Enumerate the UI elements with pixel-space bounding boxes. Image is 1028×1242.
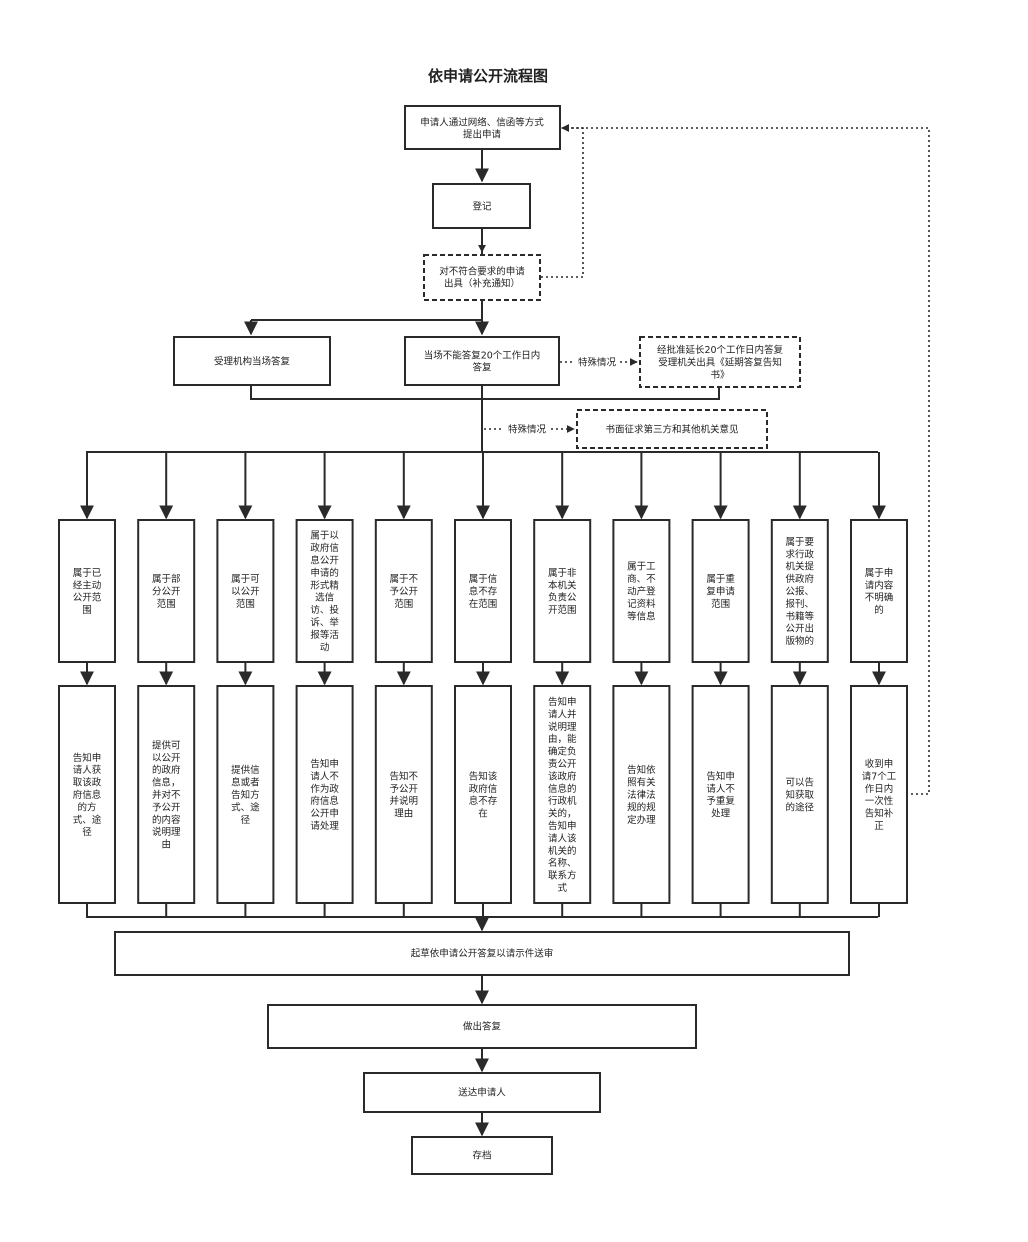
node-within20: 当场不能答复20个工作日内答复: [404, 336, 560, 386]
category-box-10: 属于要求行政机关提供政府公报、报刊、书籍等公开出版物的: [770, 519, 829, 663]
edge-supplement-apply: [541, 124, 584, 278]
category-label: 属于可以公开范围: [231, 574, 260, 610]
branch-arrows: [80, 452, 886, 917]
action-label: 提供信息或者告知方式、途径: [231, 764, 260, 826]
category-label: 属于部分公开范围: [152, 573, 181, 610]
category-label: 属于工商、不动产登记资料等信息: [627, 562, 656, 623]
category-label: 属于已经主动公开范围: [73, 568, 102, 616]
connectors: 特殊情况 特殊情况: [80, 124, 930, 1137]
action-label: 收到申请7个工作日内一次性告知补正: [862, 758, 897, 832]
node-register-label: 登记: [472, 201, 492, 213]
node-extension: 经批准延长20个工作日内答复受理机关出具《延期答复告知书》: [639, 336, 801, 388]
node-apply: 申请人通过网络、信函等方式提出申请: [404, 105, 561, 150]
action-box-3: 提供信息或者告知方式、途径: [216, 685, 275, 904]
node-archive-label: 存档: [472, 1150, 491, 1162]
action-label: 告知申请人不予重复处理: [706, 770, 735, 819]
node-extension-label: 经批准延长20个工作日内答复受理机关出具《延期答复告知书》: [657, 344, 784, 381]
action-label: 告知申请人获取该政府信息的方式、途径: [73, 752, 102, 838]
node-consult-label: 书面征求第三方和其他机关意见: [605, 424, 738, 436]
action-label: 告知该政府信息不存在: [469, 770, 498, 819]
node-reply: 做出答复: [267, 1004, 697, 1049]
node-onsite-label: 受理机构当场答复: [214, 356, 291, 368]
edge-merge-upper: [250, 386, 720, 400]
action-label: 告知申请人并说明理由，能确定负责公开该政府信息的行政机关的，告知申请人该机关的名…: [548, 696, 577, 894]
node-reply-label: 做出答复: [463, 1021, 502, 1033]
category-box-7: 属于非本机关负责公开范围: [533, 519, 592, 663]
category-box-11: 属于申请内容不明确的: [850, 519, 908, 663]
edge-label-special-2: 特殊情况: [508, 424, 547, 436]
node-deliver-label: 送达申请人: [458, 1087, 506, 1099]
action-box-2: 提供可以公开的政府信息，并对不予公开的内容说明理由: [137, 685, 196, 904]
category-box-1: 属于已经主动公开范围: [58, 519, 116, 663]
action-box-5: 告知不予公开并说明理由: [374, 685, 433, 904]
node-within20-label: 当场不能答复20个工作日内答复: [424, 349, 541, 373]
node-supplement-label: 对不符合要求的申请出具（补充通知）: [439, 265, 525, 289]
node-draft-label: 起草依申请公开答复以请示件送审: [411, 948, 554, 960]
edge-label-special-1: 特殊情况: [578, 357, 617, 369]
category-label: 属于以政府信息公开申请的形式精选信访、投诉、举报等活动: [310, 531, 339, 654]
node-consult: 书面征求第三方和其他机关意见: [576, 409, 768, 449]
action-box-1: 告知申请人获取该政府信息的方式、途径: [58, 685, 116, 904]
category-box-5: 属于不予公开范围: [374, 519, 433, 663]
node-supplement: 对不符合要求的申请出具（补充通知）: [423, 254, 541, 301]
category-box-6: 属于信息不存在范围: [454, 519, 512, 663]
category-box-2: 属于部分公开范围: [137, 519, 196, 663]
category-label: 属于信息不存在范围: [469, 573, 498, 610]
action-label: 告知依照有关法律法规的规定办理: [627, 764, 656, 826]
category-label: 属于不予公开范围: [390, 574, 419, 610]
action-box-4: 告知申请人不作为政府信息公开申请处理: [295, 685, 354, 904]
node-archive: 存档: [411, 1136, 553, 1175]
action-box-6: 告知该政府信息不存在: [454, 685, 512, 904]
node-apply-label: 申请人通过网络、信函等方式提出申请: [420, 116, 544, 140]
category-label: 属于要求行政机关提供政府公报、报刊、书籍等公开出版物的: [786, 537, 815, 647]
category-label: 属于非本机关负责公开范围: [548, 567, 577, 616]
diagram-title: 依申请公开流程图: [428, 67, 548, 85]
category-label: 属于重复申请范围: [706, 573, 735, 610]
action-box-11: 收到申请7个工作日内一次性告知补正: [850, 685, 908, 904]
node-register: 登记: [432, 183, 531, 229]
action-box-10: 可以告知获取的途径: [770, 685, 829, 904]
action-label: 提供可以公开的政府信息，并对不予公开的内容说明理由: [152, 739, 181, 850]
node-draft: 起草依申请公开答复以请示件送审: [114, 931, 850, 976]
category-box-9: 属于重复申请范围: [691, 519, 750, 663]
category-box-3: 属于可以公开范围: [216, 519, 275, 663]
action-box-7: 告知申请人并说明理由，能确定负责公开该政府信息的行政机关的，告知申请人该机关的名…: [533, 685, 592, 904]
category-box-4: 属于以政府信息公开申请的形式精选信访、投诉、举报等活动: [295, 519, 354, 663]
action-box-9: 告知申请人不予重复处理: [691, 685, 750, 904]
action-label: 告知不予公开并说明理由: [390, 770, 419, 819]
node-onsite: 受理机构当场答复: [173, 336, 331, 386]
action-label: 告知申请人不作为政府信息公开申请处理: [310, 758, 339, 832]
node-deliver: 送达申请人: [363, 1072, 601, 1113]
edge-correction-loop: [561, 124, 930, 795]
action-box-8: 告知依照有关法律法规的规定办理: [612, 685, 671, 904]
category-label: 属于申请内容不明确的: [865, 567, 894, 616]
action-label: 可以告知获取的途径: [786, 777, 815, 814]
category-box-8: 属于工商、不动产登记资料等信息: [612, 519, 671, 663]
